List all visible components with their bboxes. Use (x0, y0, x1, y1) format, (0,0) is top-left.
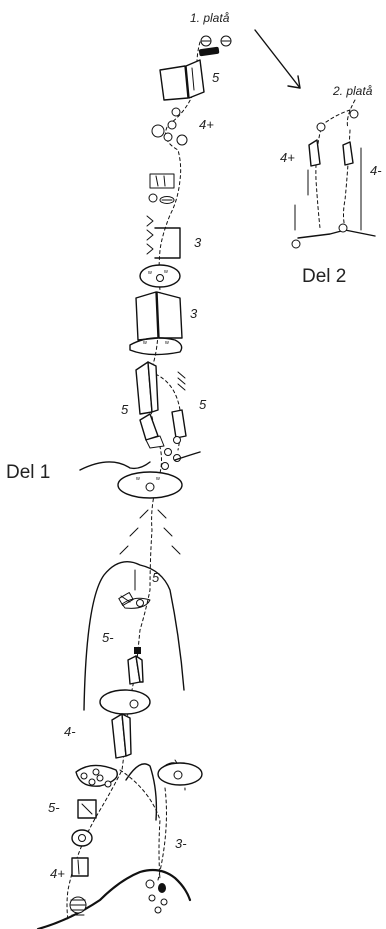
grade-label: 5 (121, 402, 129, 417)
crack-icon (118, 569, 151, 609)
chimney-icon (69, 896, 87, 916)
plateau-1-label: 1. platå (190, 11, 230, 25)
grade-label: 5 (199, 397, 207, 412)
ledge-icon (297, 229, 376, 239)
slab-icon (71, 799, 97, 847)
grade-label: 5- (102, 630, 114, 645)
arrow-to-part-2 (254, 29, 301, 89)
belay-bolt-icon (134, 647, 141, 654)
belay-bolt-icon (291, 223, 348, 249)
part-1-label: Del 1 (6, 462, 50, 483)
ledge-icon: ʷ ʷ (117, 471, 183, 499)
chimney-icon (119, 509, 181, 555)
dihedral-icon: ʷ ʷ (129, 291, 183, 356)
ledge-icon: ʷ ʷ (139, 264, 181, 288)
grade-label: 5 (212, 70, 220, 85)
grade-label: 3 (190, 306, 198, 321)
grade-label: 5 (152, 570, 160, 585)
grade-label: 4- (370, 163, 382, 178)
part-2-label: Del 2 (302, 266, 346, 287)
belay-bolt-icon (145, 879, 168, 914)
svg-text:ʷ: ʷ (147, 269, 152, 278)
svg-text:ʷ: ʷ (155, 475, 160, 484)
grade-label: 4- (64, 724, 76, 739)
svg-text:ʷ: ʷ (142, 339, 147, 348)
slab-icon (139, 409, 187, 470)
ledge-icon (75, 764, 118, 788)
ledge-icon (157, 762, 203, 786)
crack-icon (294, 169, 309, 231)
grade-label: 3 (194, 235, 202, 250)
plateau-2-label: 2. platå (332, 84, 373, 98)
crack-icon (71, 857, 89, 877)
grade-label: 4+ (199, 117, 214, 132)
belay-bolt-icon (316, 109, 359, 132)
crack-icon (148, 173, 175, 204)
pillar-outline (83, 561, 185, 711)
grade-label: 3- (175, 836, 187, 851)
grade-label: 5- (48, 800, 60, 815)
dihedral-icon (135, 361, 186, 415)
ledge-icon (99, 689, 151, 715)
ledge-icon (151, 107, 188, 146)
dihedral-icon (308, 139, 354, 167)
svg-text:ʷ: ʷ (135, 475, 140, 484)
dihedral-icon (127, 655, 144, 685)
route-line-right (157, 787, 167, 881)
belay-station-1 (198, 35, 232, 57)
grade-label: 4+ (50, 866, 65, 881)
dihedral-icon (111, 713, 132, 759)
svg-text:ʷ: ʷ (164, 339, 169, 348)
chimney-icon (146, 215, 181, 259)
grade-label: 4+ (280, 150, 295, 165)
dihedral-icon (159, 59, 205, 101)
ledge-icon (79, 451, 201, 471)
svg-text:ʷ: ʷ (163, 268, 168, 277)
